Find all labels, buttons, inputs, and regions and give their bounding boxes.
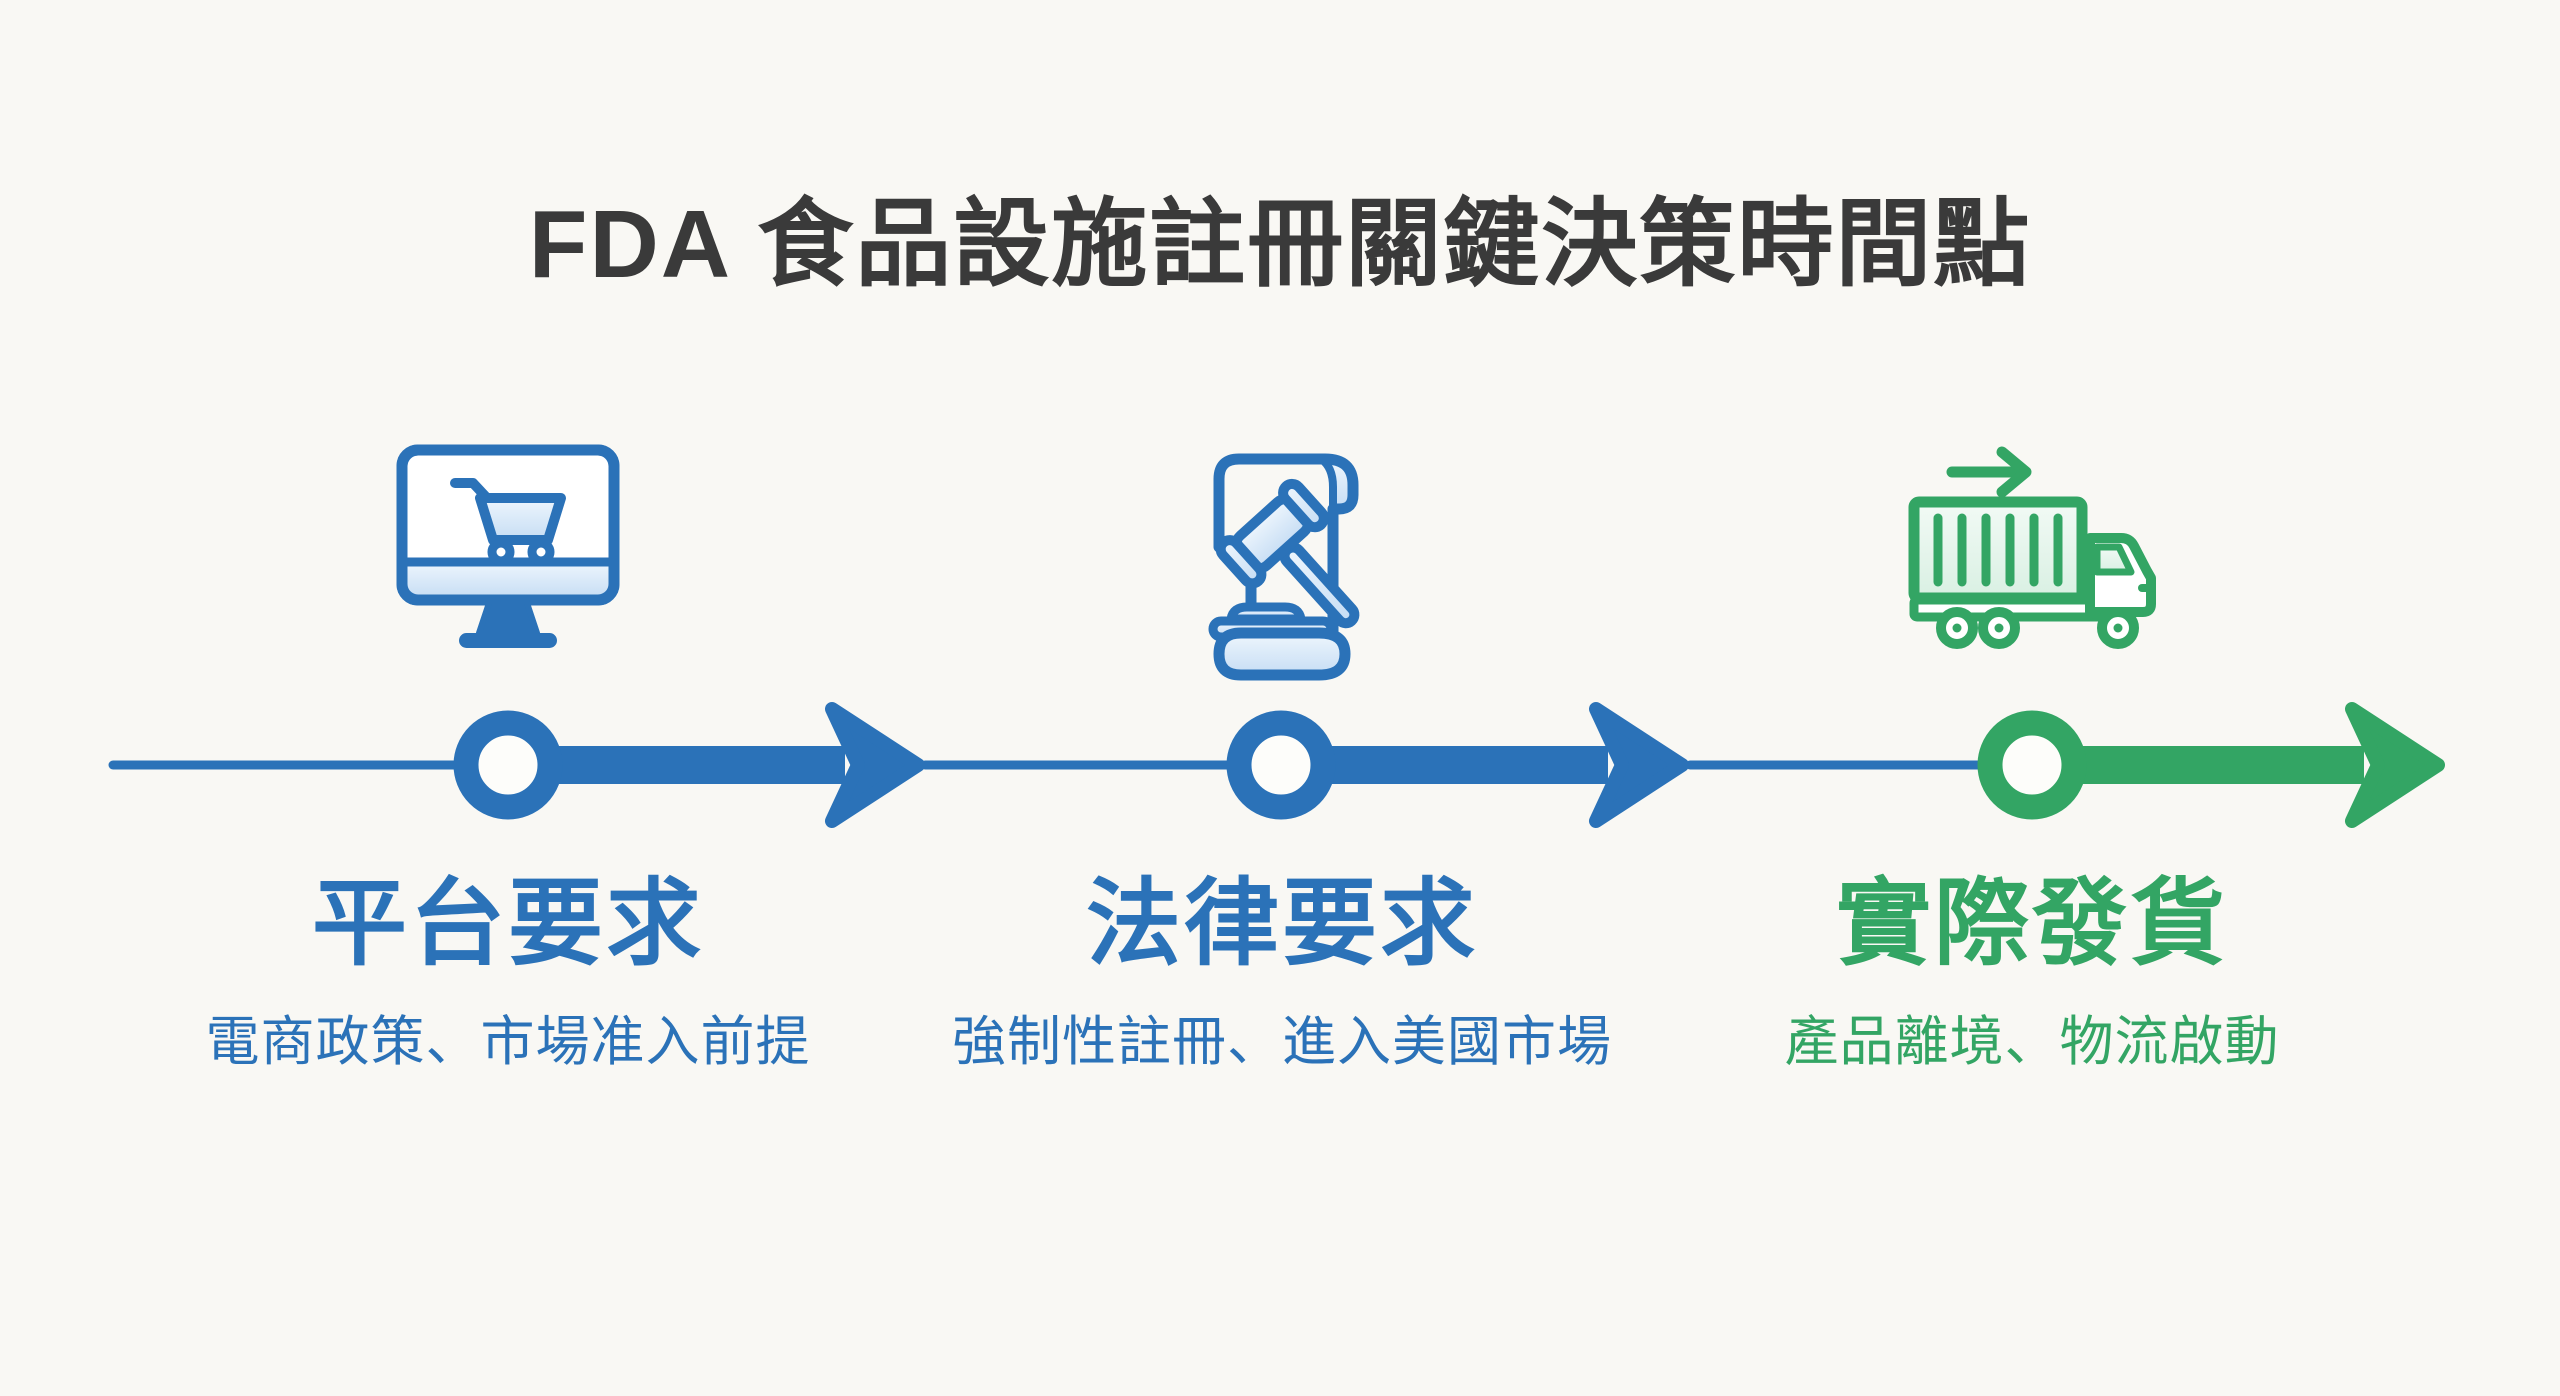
arrow-head-1 bbox=[825, 702, 925, 828]
container-slats bbox=[1933, 513, 2063, 587]
stage-1-label: 平台要求 bbox=[311, 871, 704, 977]
gavel-scroll-icon bbox=[1208, 453, 1360, 681]
page-title: FDA 食品設施註冊關鍵決策時間點 bbox=[528, 191, 2032, 298]
timeline-node-3 bbox=[1977, 710, 2087, 820]
shipping-direction-arrow-icon bbox=[1946, 446, 2032, 498]
stage-2-label: 法律要求 bbox=[1085, 871, 1478, 977]
stage-3-sublabel: 產品離境、物流啟動 bbox=[1784, 1012, 2280, 1072]
monitor-shopping-cart-icon bbox=[396, 444, 620, 648]
stage-3-label: 實際發貨 bbox=[1835, 871, 2228, 977]
gavel-glyph bbox=[1215, 478, 1360, 629]
stage-1-sublabel: 電商政策、市場准入前提 bbox=[205, 1012, 811, 1072]
arrow-head-3 bbox=[2345, 702, 2445, 828]
cargo-truck-icon bbox=[1908, 446, 2156, 649]
stage-2-sublabel: 強制性註冊、進入美國市場 bbox=[952, 1012, 1612, 1072]
timeline-node-1 bbox=[453, 710, 563, 820]
timeline-node-2 bbox=[1226, 710, 1336, 820]
timeline-graphic bbox=[108, 702, 2445, 828]
arrow-head-2 bbox=[1589, 702, 1689, 828]
